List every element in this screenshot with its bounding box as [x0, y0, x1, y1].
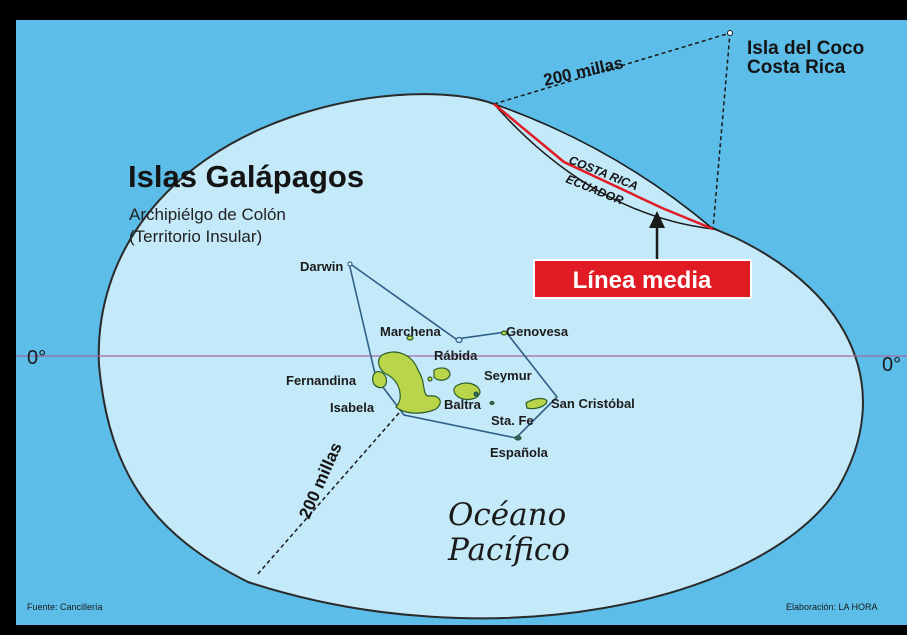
label-seymur: Seymur	[484, 368, 532, 383]
coco-label-line1: Isla del Coco	[747, 38, 864, 59]
island-pinta	[406, 335, 414, 341]
label-espanola: Española	[490, 445, 549, 460]
coco-label-line2: Costa Rica	[747, 57, 846, 78]
label-genovesa: Genovesa	[506, 324, 569, 339]
island-santiago	[433, 367, 451, 381]
island-marchena	[455, 336, 463, 344]
author-credit: Elaboración: LA HORA	[786, 602, 878, 612]
median-line	[493, 103, 714, 231]
island-fernandina	[372, 371, 387, 389]
island-santa-cruz	[453, 382, 481, 401]
island-baltra	[473, 391, 479, 397]
label-darwin: Darwin	[300, 259, 343, 274]
island-san-cristobal	[525, 397, 548, 410]
islands-group	[347, 261, 548, 441]
linea-media-box	[533, 259, 752, 299]
map-subtitle-line1: Archipiélgo de Colón	[129, 205, 286, 224]
map-subtitle-line2: (Territorio Insular)	[129, 227, 262, 246]
island-isabela	[378, 351, 441, 414]
label-rabida: Rábida	[434, 348, 478, 363]
map-canvas: Islas Galápagos Archipiélgo de Colón (Te…	[16, 20, 907, 625]
label-baltra: Baltra	[444, 397, 482, 412]
ocean-label-line1: Océano	[448, 497, 566, 533]
isla-del-coco-marker	[727, 30, 733, 36]
label-sta-fe: Sta. Fe	[491, 413, 534, 428]
ocean-label-line2: Pacífico	[447, 532, 570, 568]
label-fernandina: Fernandina	[286, 373, 357, 388]
linea-media-label: Línea media	[573, 267, 712, 294]
linea-media-arrow-icon	[649, 211, 665, 228]
label-marchena: Marchena	[380, 324, 441, 339]
map-title: Islas Galápagos	[128, 159, 364, 194]
millas-top-label: 200 millas	[542, 53, 625, 90]
island-espanola	[514, 435, 522, 441]
label-san-cristobal: San Cristóbal	[551, 396, 635, 411]
equator-right-label: 0°	[882, 354, 901, 376]
label-isabela: Isabela	[330, 400, 375, 415]
map-svg: Islas Galápagos Archipiélgo de Colón (Te…	[16, 30, 907, 620]
source-credit: Fuente: Cancillería	[27, 602, 103, 612]
island-sta-fe	[489, 400, 495, 406]
island-darwin	[347, 261, 353, 267]
island-genovesa	[500, 330, 508, 336]
island-rabida	[427, 376, 433, 382]
millas-diag-line	[255, 412, 400, 577]
equator-left-label: 0°	[27, 347, 46, 369]
